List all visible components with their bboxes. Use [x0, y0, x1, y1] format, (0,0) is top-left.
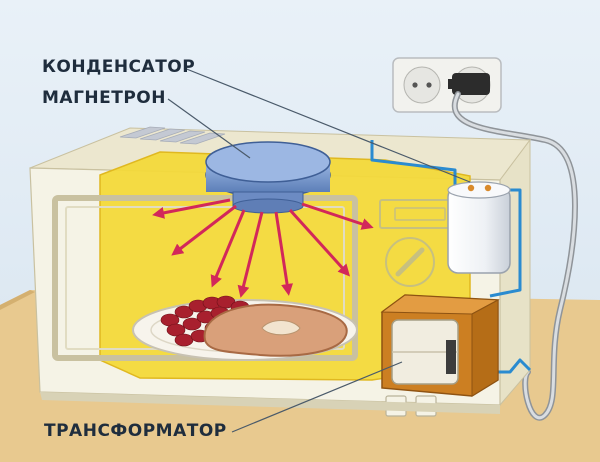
table-edge — [0, 290, 35, 310]
label-capacitor: КОНДЕНСАТОР — [42, 57, 196, 77]
dial-timer — [385, 237, 435, 287]
plate-with-food — [132, 295, 358, 361]
leader-magnetron — [167, 98, 251, 159]
leader-transformer — [231, 361, 403, 433]
ray-5 — [274, 211, 294, 296]
microwave-rays — [152, 198, 374, 298]
label-transformer: ТРАНСФОРМАТОР — [44, 421, 227, 441]
capacitor — [447, 181, 511, 274]
leader-lines — [167, 67, 471, 433]
ray-7 — [301, 202, 374, 230]
ray-4 — [237, 211, 264, 298]
transformer — [380, 294, 500, 397]
oven-base — [40, 392, 500, 414]
ray-1 — [152, 198, 231, 219]
label-magnetron: МАГНЕТРОН — [42, 88, 166, 108]
ray-6 — [288, 208, 351, 277]
wiring — [370, 140, 532, 374]
vent-grille — [119, 126, 226, 145]
magnetron — [205, 141, 331, 214]
meat-bone — [261, 320, 301, 336]
ray-3 — [210, 209, 246, 288]
power-plug-icon — [448, 73, 490, 95]
leader-capacitor — [183, 67, 471, 183]
ray-2 — [171, 204, 237, 256]
power-cord-highlight — [453, 92, 577, 420]
